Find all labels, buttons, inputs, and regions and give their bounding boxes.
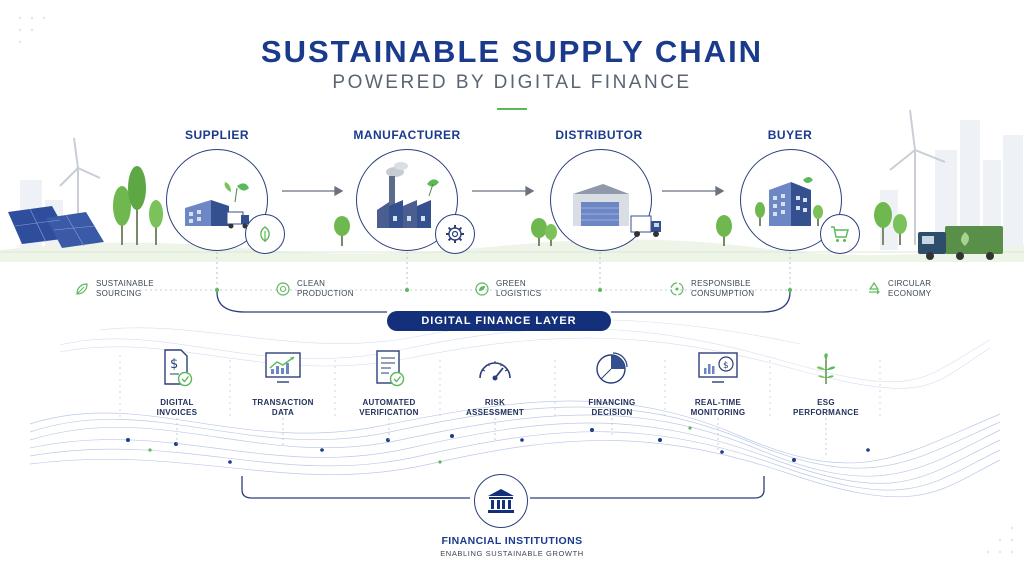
delivery-truck-icon — [630, 215, 661, 237]
tool-line2: PERFORMANCE — [793, 408, 859, 417]
monitor-icon: $ — [658, 348, 778, 388]
principle-line1: SUSTAINABLE — [96, 279, 154, 288]
tool-line1: ESG — [817, 398, 835, 407]
shopping-cart-icon — [831, 226, 849, 242]
principle-line2: ECONOMY — [888, 289, 932, 298]
stage-label-buyer: BUYER — [767, 128, 813, 142]
tool-line1: FINANCING — [588, 398, 636, 407]
tool-line2: INVOICES — [156, 408, 198, 417]
invoice-icon: $ — [117, 348, 237, 388]
tool-line1: DIGITAL — [160, 398, 194, 407]
factory-smokestack-icon — [377, 162, 439, 228]
tool-line2: DECISION — [591, 408, 633, 417]
warehouse-truck-icon — [573, 184, 629, 226]
green-logistics-icon — [474, 281, 490, 297]
plant-icon — [766, 348, 886, 388]
page-subtitle: POWERED BY DIGITAL FINANCE — [332, 72, 692, 93]
supplier-badge[interactable] — [245, 214, 285, 254]
tool-line2: DATA — [271, 408, 295, 417]
buyer-badge[interactable] — [820, 214, 860, 254]
stage-label-distributor: DISTRIBUTOR — [555, 128, 643, 142]
cycle-icon — [669, 281, 685, 297]
leaf-icon — [260, 226, 270, 242]
title-accent-line — [497, 108, 527, 110]
principle-line1: CIRCULAR — [888, 279, 932, 288]
principle-line2: CONSUMPTION — [691, 289, 755, 298]
tool-line1: RISK — [484, 398, 506, 407]
financial-institutions-label: FINANCIAL INSTITUTIONS — [441, 535, 583, 547]
bank-icon — [488, 489, 514, 513]
clean-production-icon — [275, 281, 291, 297]
tool-line1: TRANSACTION — [252, 398, 314, 407]
tool-line2: VERIFICATION — [359, 408, 419, 417]
principle-line1: RESPONSIBLE — [691, 279, 751, 288]
principle-line1: GREEN — [496, 279, 526, 288]
principle-line2: LOGISTICS — [496, 289, 542, 298]
tool-line2: ASSESSMENT — [465, 408, 525, 417]
stage-label-supplier: SUPPLIER — [184, 128, 249, 142]
recycle-icon — [866, 281, 882, 297]
supplier-factory-truck-icon — [185, 182, 249, 229]
digital-finance-layer-label[interactable]: DIGITAL FINANCE LAYER — [387, 311, 611, 331]
store-building-icon — [755, 177, 823, 226]
svg-text:$: $ — [170, 357, 178, 372]
leaf-icon — [74, 281, 90, 297]
stage-circle-distributor[interactable] — [550, 149, 661, 251]
gear-icon — [446, 225, 464, 243]
tool-line2: MONITORING — [690, 408, 746, 417]
pie-chart-icon — [552, 348, 672, 388]
page-title: SUSTAINABLE SUPPLY CHAIN — [260, 34, 764, 69]
checklist-icon — [329, 348, 449, 388]
tool-line1: AUTOMATED — [362, 398, 416, 407]
manufacturer-badge[interactable] — [435, 214, 475, 254]
principle-line2: PRODUCTION — [297, 289, 354, 298]
svg-text:$: $ — [723, 361, 729, 371]
principle-line1: CLEAN — [297, 279, 326, 288]
gauge-icon — [435, 348, 555, 388]
tool-line1: REAL-TIME — [694, 398, 742, 407]
financial-institutions-badge[interactable] — [474, 474, 528, 528]
chart-monitor-icon — [223, 348, 343, 388]
financial-institutions-sublabel: ENABLING SUSTAINABLE GROWTH — [440, 549, 584, 558]
stage-label-manufacturer: MANUFACTURER — [353, 128, 461, 142]
principle-line2: SOURCING — [96, 289, 142, 298]
